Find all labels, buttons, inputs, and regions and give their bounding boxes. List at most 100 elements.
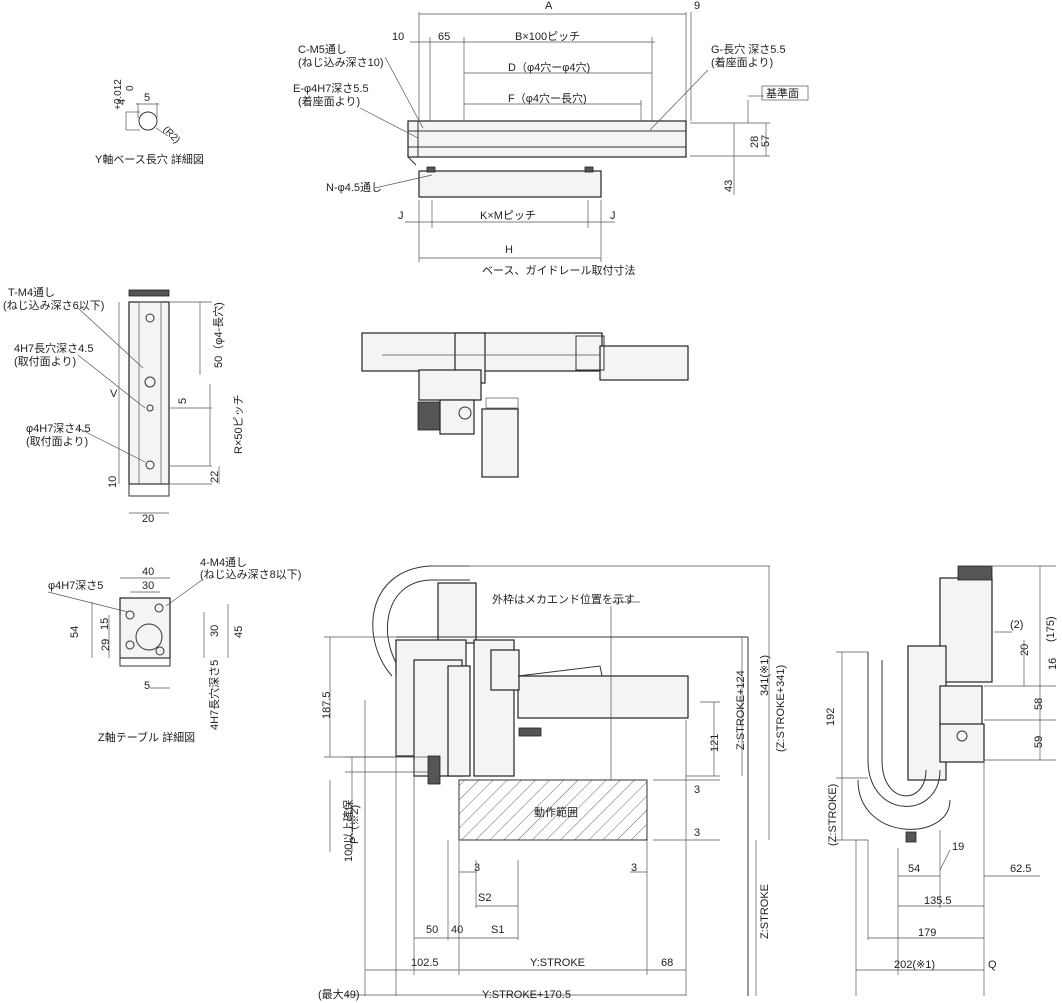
z-side-label-4H7: 4H7長穴深さ4.5 [14,341,93,355]
side-view: (175) (2) 20 16 58 59 192 (Z:STROKE) 19 … [825,565,1059,996]
front-dim-P: P（※2) [348,805,361,844]
side-dim-175: (175) [1045,616,1057,642]
z-side-dim-10: 10 [107,476,119,488]
front-dim-3d: 3 [631,862,637,874]
front-dim-z124: Z:STROKE+124 [735,670,747,750]
z-table-label-slot: 4H7長穴深さ5 [207,660,221,730]
base-top-view: A 9 10 65 B×100ピッチ D（φ4穴ーφ4穴) F（φ4穴ー長穴) … [293,0,809,277]
front-dim-341-1: 341(※1) [759,655,771,696]
top-dim-9: 9 [694,0,700,12]
front-dim-3c: 3 [474,862,480,874]
front-dim-max49: (最大49) [318,987,360,1001]
front-dim-3b: 3 [694,827,700,839]
front-dim-z341: (Z:STROKE+341) [775,665,787,752]
z-side-dim-R: R×50ピッチ [232,394,245,454]
top-caption: ベース、ガイドレール取付寸法 [482,263,635,277]
top-dim-J-left: J [398,210,404,222]
front-dim-68: 68 [661,957,673,969]
z-side-label-4H7-note: (取付面より) [14,355,76,368]
side-dim-58: 58 [1033,698,1045,710]
side-dim-202: 202(※1) [894,959,935,971]
y-detail-title: Y軸ベース長穴 詳細図 [95,152,204,166]
z-side-view: T-M4通し (ねじ込み深さ6以下) 4H7長穴深さ4.5 (取付面より) φ4… [3,286,245,525]
top-label-G-note: (着座面より) [711,55,773,69]
top-dim-H: H [505,244,513,256]
top-dim-65: 65 [438,31,450,43]
top-dim-10: 10 [392,31,404,43]
front-dim-zstroke: Z:STROKE [759,884,771,939]
y-detail-radius: (R2) [160,124,182,146]
front-dim-121: 121 [709,734,721,752]
top-label-ref: 基準面 [766,86,799,100]
z-table-label-M4-note: (ねじ込み深さ8以下) [200,568,301,581]
top-dim-K: K×Mピッチ [480,209,536,222]
top-label-C: C-M5通し [298,43,347,56]
side-dim-179: 179 [918,927,936,939]
z-side-dim-5: 5 [177,398,189,404]
side-dim-zstroke: (Z:STROKE) [827,784,839,846]
z-table-dim-15: 15 [99,618,111,630]
top-label-E-note: (着座面より) [298,94,360,108]
side-dim-16: 16 [1047,658,1059,670]
z-side-label-phi-note: (取付面より) [26,435,88,448]
front-dim-187-5: 187.5 [321,691,333,719]
z-table-dim-54: 54 [69,626,81,638]
side-dim-Q: Q [988,959,997,971]
front-dim-40: 40 [451,924,463,936]
side-dim-62-5: 62.5 [1010,863,1031,875]
z-table-dim-45: 45 [233,626,245,638]
top-dim-J-right: J [610,210,616,222]
top-dim-A: A [545,0,553,12]
z-table-dim-29: 29 [100,639,112,651]
top-dim-B: B×100ピッチ [515,30,580,43]
z-table-dim-30-side: 30 [209,625,221,637]
front-label-frame: 外枠はメカエンド位置を示す [492,592,635,606]
top-dim-43: 43 [723,180,735,192]
side-dim-135-5: 135.5 [924,895,952,907]
z-side-label-T: T-M4通し [8,286,55,299]
front-dim-100: 100以上確保 [341,800,355,862]
z-table-dim-5: 5 [144,680,150,692]
z-table-detail: 40 30 φ4H7深さ5 4-M4通し (ねじ込み深さ8以下) 54 15 2… [47,556,301,744]
y-base-slot-detail: 5 4 +0.012 0 (R2) Y軸ベース長穴 詳細図 [95,79,204,166]
top-dim-F: F（φ4穴ー長穴) [508,91,587,105]
top-dim-57: 57 [760,135,772,147]
side-dim-54: 54 [908,863,920,875]
y-detail-dim-width: 5 [144,92,150,104]
front-dim-ystroke: Y:STROKE [530,957,585,969]
z-table-dim-40: 40 [142,566,154,578]
top-label-G: G-長穴 深さ5.5 [711,42,786,56]
front-dim-S2: S2 [478,892,491,904]
z-side-dim-20: 20 [142,513,154,525]
z-side-dim-22: 22 [209,471,221,483]
side-dim-19: 19 [952,841,964,853]
top-label-E: E-φ4H7深さ5.5 [293,82,369,95]
top-dim-D: D（φ4穴ーφ4穴) [508,60,590,74]
y-detail-tolerance-lower: 0 [125,85,136,91]
z-side-dim-50: 50（φ4-長穴) [211,302,225,368]
y-detail-dim-depth: 4 [116,99,128,105]
top-label-C-note: (ねじ込み深さ10) [298,56,384,69]
y-detail-tolerance-upper: +0.012 [113,79,124,110]
front-dim-102-5: 102.5 [411,957,439,969]
top-dim-28: 28 [749,136,761,148]
z-side-dim-V: V [110,388,118,400]
front-view: 動作範囲 外枠はメカエンド位置を示す [318,565,787,1001]
side-dim-2: (2) [1010,619,1023,631]
front-dim-3a: 3 [694,784,700,796]
side-dim-59: 59 [1033,736,1045,748]
front-dim-50: 50 [426,924,438,936]
side-dim-192: 192 [825,708,837,726]
z-side-label-phi: φ4H7深さ4.5 [26,422,91,435]
front-dim-S1: S1 [491,924,504,936]
z-table-title: Z軸テーブル 詳細図 [98,730,195,744]
side-dim-20: 20 [1019,644,1031,656]
z-table-dim-30-top: 30 [142,580,154,592]
front-label-range: 動作範囲 [534,805,578,819]
z-table-label-M4: 4-M4通し [200,556,247,569]
top-label-N: N-φ4.5通し [326,181,382,194]
robot-top-view [361,332,689,478]
front-dim-ystroke170: Y:STROKE+170.5 [482,989,571,1001]
z-table-label-phi: φ4H7深さ5 [48,579,103,592]
